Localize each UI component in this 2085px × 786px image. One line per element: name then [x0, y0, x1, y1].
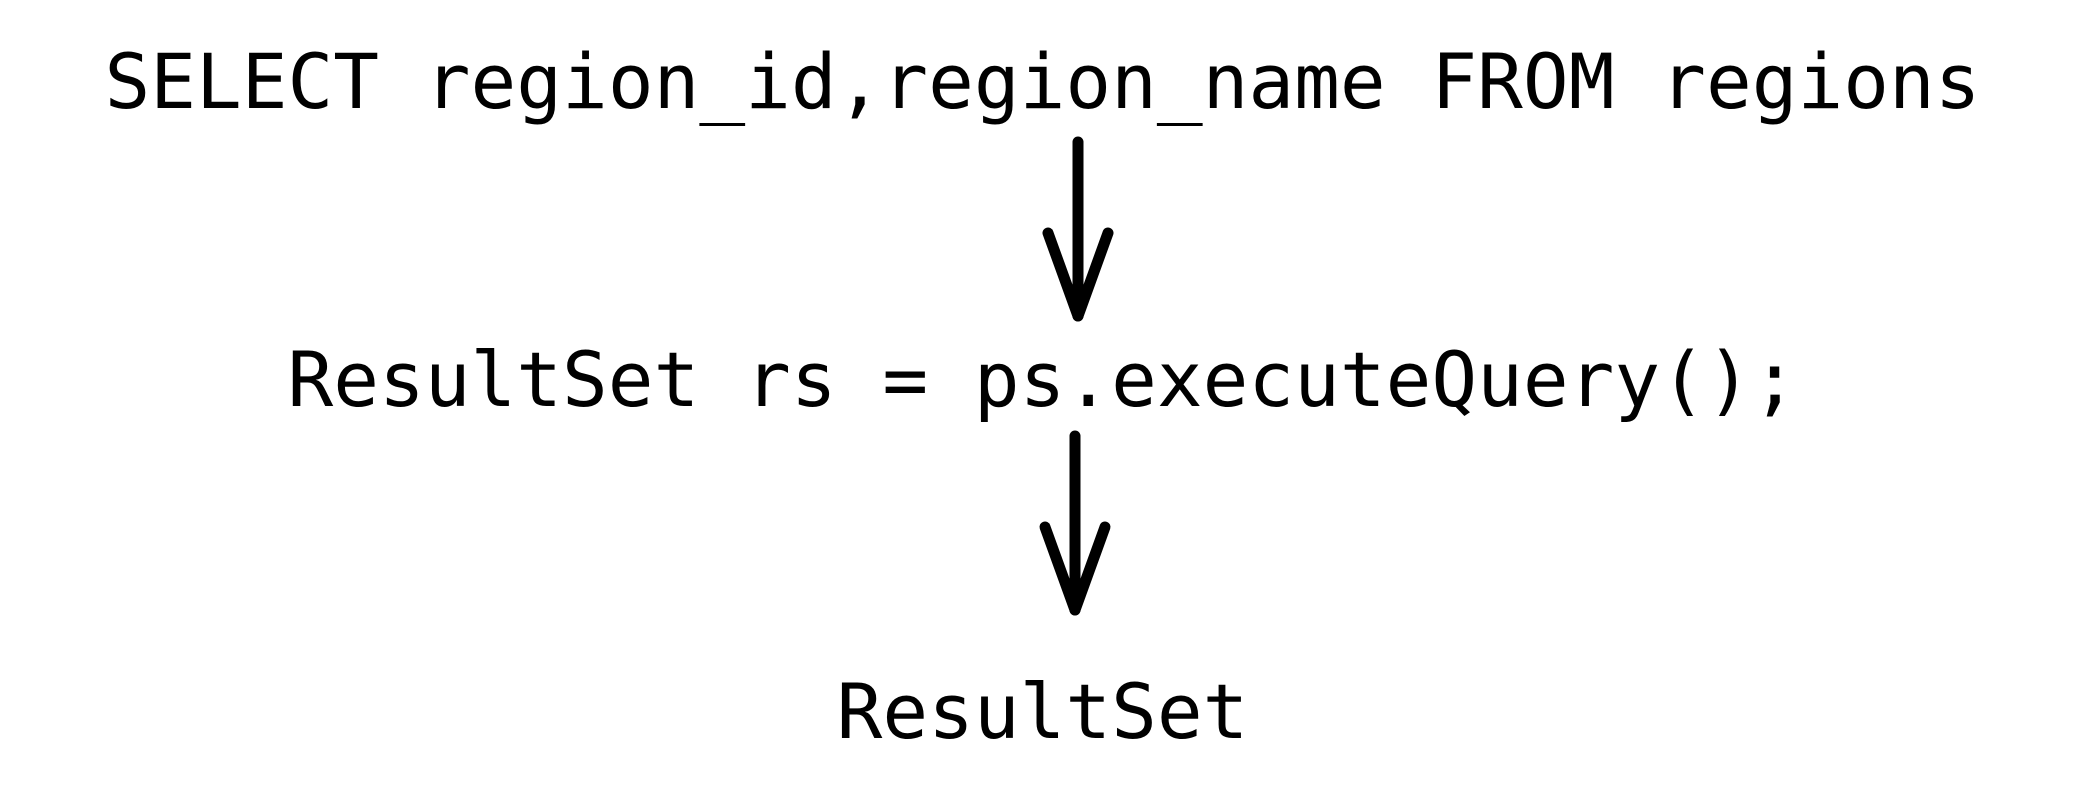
sql-query-text: SELECT region_id,region_name FROM region…: [104, 37, 1981, 126]
resultset-label-text: ResultSet: [836, 667, 1249, 756]
down-arrow-icon: [1039, 430, 1111, 616]
down-arrow-icon: [1042, 136, 1114, 322]
execute-query-code-text: ResultSet rs = ps.executeQuery();: [287, 335, 1798, 424]
